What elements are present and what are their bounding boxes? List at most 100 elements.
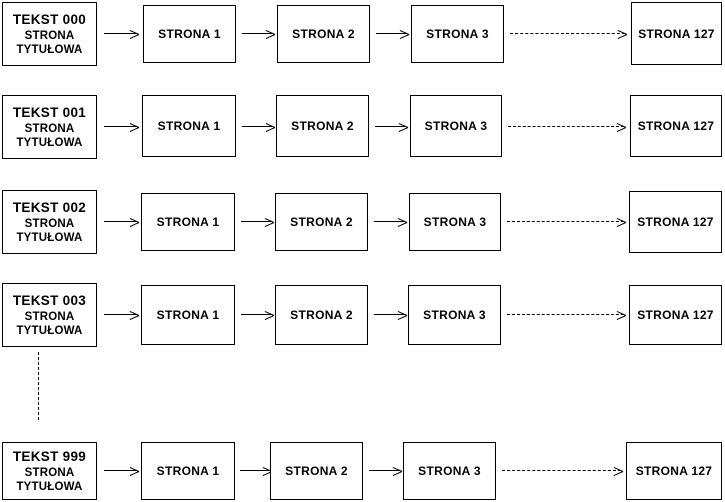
page-box-last[interactable]: STRONA 127 xyxy=(629,191,722,253)
page-box-label: STRONA 3 xyxy=(423,215,487,229)
arrow-head xyxy=(129,466,138,475)
arrow-shaft xyxy=(240,470,270,471)
page-box-label: STRONA 127 xyxy=(638,26,715,41)
title-box-subline-2: TYTUŁOWA xyxy=(16,44,83,56)
vertical-ellipsis-dashed-line xyxy=(38,352,39,420)
connector-arrow-page2-to-page3 xyxy=(375,122,406,132)
connector-arrow-title-to-page1 xyxy=(104,29,137,39)
arrow-shaft xyxy=(369,470,400,471)
connector-arrow-page3-to-page127 xyxy=(507,310,624,320)
page-box-last[interactable]: STRONA 127 xyxy=(630,95,722,157)
page-box-1[interactable]: STRONA 1 xyxy=(143,5,236,63)
connector-arrow-title-to-page1 xyxy=(104,310,137,320)
connector-arrow-page2-to-page3 xyxy=(374,310,405,320)
arrow-shaft xyxy=(104,126,137,127)
page-box-1[interactable]: STRONA 1 xyxy=(141,285,235,345)
arrow-head xyxy=(398,122,407,131)
connector-arrow-title-to-page1 xyxy=(104,122,137,132)
page-box-1[interactable]: STRONA 1 xyxy=(141,193,235,251)
arrow-head xyxy=(129,29,138,38)
page-box-label: STRONA 2 xyxy=(285,464,348,478)
title-box-999[interactable]: TEKST 999 STRONA TYTUŁOWA xyxy=(2,442,97,500)
page-box-3[interactable]: STRONA 3 xyxy=(403,442,496,500)
title-box-subline-2: TYTUŁOWA xyxy=(16,325,83,337)
diagram-row-001: TEKST 001 STRONA TYTUŁOWA STRONA 1 STRON… xyxy=(0,94,725,160)
page-box-label: STRONA 1 xyxy=(157,119,221,133)
arrow-head xyxy=(264,310,273,319)
page-box-label: STRONA 2 xyxy=(290,215,353,229)
page-box-label: STRONA 3 xyxy=(423,308,486,322)
arrow-shaft xyxy=(375,126,406,127)
title-box-002[interactable]: TEKST 002 STRONA TYTUŁOWA xyxy=(2,190,97,254)
title-box-subline-2: TYTUŁOWA xyxy=(16,232,83,244)
page-box-label: STRONA 3 xyxy=(424,119,488,133)
arrow-head xyxy=(617,29,626,38)
page-box-2[interactable]: STRONA 2 xyxy=(277,5,370,63)
arrow-head xyxy=(397,310,406,319)
title-box-003[interactable]: TEKST 003 STRONA TYTUŁOWA xyxy=(2,283,97,347)
page-box-2[interactable]: STRONA 2 xyxy=(270,442,363,500)
page-box-label: STRONA 127 xyxy=(637,119,715,133)
page-box-2[interactable]: STRONA 2 xyxy=(275,193,368,251)
connector-arrow-page1-to-page2 xyxy=(240,466,270,476)
page-box-label: STRONA 1 xyxy=(156,308,220,322)
connector-arrow-page1-to-page2 xyxy=(241,217,272,227)
page-box-2[interactable]: STRONA 2 xyxy=(275,285,368,345)
title-box-label: TEKST 002 xyxy=(12,200,87,215)
arrow-shaft-dashed xyxy=(507,221,624,222)
arrow-shaft xyxy=(376,33,407,34)
arrow-shaft xyxy=(242,126,273,127)
title-box-label: TEKST 003 xyxy=(12,293,87,308)
connector-arrow-page3-to-page127 xyxy=(508,122,624,132)
page-box-3[interactable]: STRONA 3 xyxy=(410,95,502,157)
arrow-shaft-dashed xyxy=(510,33,625,34)
connector-arrow-page3-to-page127 xyxy=(502,466,621,476)
page-box-last[interactable]: STRONA 127 xyxy=(626,442,722,500)
arrow-head xyxy=(129,122,138,131)
arrow-shaft xyxy=(241,314,272,315)
title-box-subline-2: TYTUŁOWA xyxy=(16,137,83,149)
diagram-row-000: TEKST 000 STRONA TYTUŁOWA STRONA 1 STRON… xyxy=(0,0,725,68)
arrow-head xyxy=(397,217,406,226)
connector-arrow-page3-to-page127 xyxy=(507,217,624,227)
page-box-label: STRONA 1 xyxy=(156,215,220,229)
arrow-head xyxy=(616,122,625,131)
page-box-2[interactable]: STRONA 2 xyxy=(276,95,369,157)
page-box-3[interactable]: STRONA 3 xyxy=(409,193,501,251)
arrow-shaft xyxy=(104,33,137,34)
page-box-3[interactable]: STRONA 3 xyxy=(408,285,501,345)
arrow-shaft xyxy=(104,221,137,222)
title-box-000[interactable]: TEKST 000 STRONA TYTUŁOWA xyxy=(2,2,97,66)
arrow-head xyxy=(129,217,138,226)
diagram-row-999: TEKST 999 STRONA TYTUŁOWA STRONA 1 STRON… xyxy=(0,440,725,502)
page-box-label: STRONA 127 xyxy=(637,215,714,229)
page-box-1[interactable]: STRONA 1 xyxy=(142,95,236,157)
page-box-3[interactable]: STRONA 3 xyxy=(411,5,504,63)
page-box-label: STRONA 2 xyxy=(292,27,355,41)
page-box-label: STRONA 3 xyxy=(426,27,489,41)
arrow-shaft xyxy=(374,314,405,315)
connector-arrow-page3-to-page127 xyxy=(510,29,625,39)
page-box-label: STRONA 3 xyxy=(418,464,481,478)
page-box-label: STRONA 2 xyxy=(291,119,354,133)
arrow-shaft xyxy=(374,221,405,222)
arrow-head xyxy=(265,122,274,131)
connector-arrow-page1-to-page2 xyxy=(242,122,273,132)
connector-arrow-page2-to-page3 xyxy=(369,466,400,476)
connector-arrow-page2-to-page3 xyxy=(374,217,405,227)
arrow-shaft xyxy=(104,314,137,315)
page-box-label: STRONA 127 xyxy=(635,464,713,478)
arrow-shaft-dashed xyxy=(502,470,621,471)
page-box-label: STRONA 1 xyxy=(156,464,220,478)
connector-arrow-title-to-page1 xyxy=(104,217,137,227)
page-box-last[interactable]: STRONA 127 xyxy=(631,2,722,65)
diagram-row-003: TEKST 003 STRONA TYTUŁOWA STRONA 1 STRON… xyxy=(0,281,725,349)
title-box-subline-1: STRONA xyxy=(24,311,75,323)
page-box-last[interactable]: STRONA 127 xyxy=(629,285,722,345)
title-box-subline-1: STRONA xyxy=(24,30,75,42)
arrow-head xyxy=(265,29,274,38)
arrow-shaft-dashed xyxy=(507,314,624,315)
page-box-1[interactable]: STRONA 1 xyxy=(141,442,235,500)
title-box-001[interactable]: TEKST 001 STRONA TYTUŁOWA xyxy=(2,95,97,159)
diagram-row-002: TEKST 002 STRONA TYTUŁOWA STRONA 1 STRON… xyxy=(0,188,725,254)
